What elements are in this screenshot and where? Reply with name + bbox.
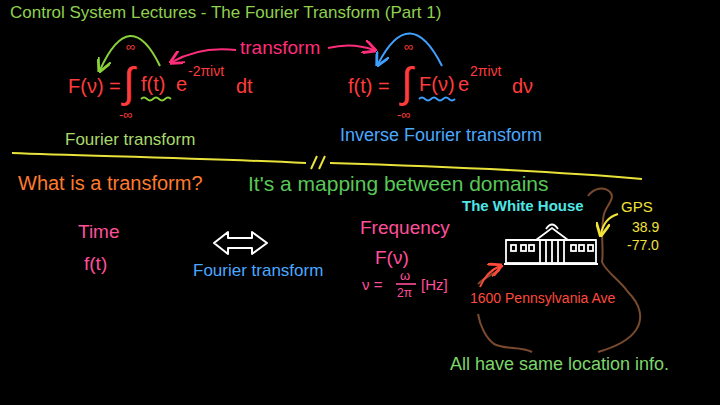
integral-sign: ∫ xyxy=(401,62,413,104)
formula-term: ν = xyxy=(362,277,382,292)
double-arrow xyxy=(214,232,267,254)
address-label: 1600 Pennsylvania Ave xyxy=(470,291,615,305)
transform-arrow xyxy=(172,49,236,62)
domain-label: Time xyxy=(78,222,120,241)
arrow-label: transform xyxy=(240,38,320,57)
transform-arrow xyxy=(328,45,374,50)
question-text: What is a transform? xyxy=(18,173,203,193)
formula-caption: Inverse Fourier transform xyxy=(340,126,542,144)
note-text: All have same location info. xyxy=(450,355,669,373)
squiggle-underline xyxy=(141,98,171,101)
integral-sign: ∫ xyxy=(123,62,135,104)
integral-limit: ∞ xyxy=(404,40,413,53)
gps-arrow xyxy=(601,214,618,234)
formula-term: f(t) xyxy=(141,74,165,94)
domain-label: Frequency xyxy=(360,218,450,237)
fraction-denominator: 2π xyxy=(397,287,412,299)
address-arrow xyxy=(480,266,500,287)
integral-limit: ∞ xyxy=(126,40,135,53)
answer-text: It's a mapping between domains xyxy=(248,173,549,194)
formula-term: f(t) = xyxy=(348,76,390,96)
formula-term: dt xyxy=(236,76,253,96)
fraction-numerator: ω xyxy=(400,269,410,282)
integral-limit: -∞ xyxy=(119,108,133,121)
exponent: 2πiνt xyxy=(470,64,501,78)
coordinate: -77.0 xyxy=(627,238,659,252)
exponent: -2πiνt xyxy=(188,64,224,78)
map-outline xyxy=(478,314,532,352)
arrow-label: Fourier transform xyxy=(193,262,323,279)
formula-term: F(ν) xyxy=(419,74,455,94)
fraction-bar xyxy=(396,283,416,285)
coordinate: 38.9 xyxy=(632,220,659,234)
divider-line xyxy=(12,153,306,163)
domain-label: f(t) xyxy=(84,254,107,273)
integral-limit: -∞ xyxy=(397,108,411,121)
white-house xyxy=(504,225,598,265)
place-name: The White House xyxy=(462,198,584,213)
squiggle-underline xyxy=(419,98,455,101)
formula-term: dν xyxy=(512,76,533,96)
domain-label: F(ν) xyxy=(375,248,409,267)
formula-term: F(ν) = xyxy=(68,76,121,96)
formula-caption: Fourier transform xyxy=(65,131,195,148)
gps-label: GPS xyxy=(621,199,653,214)
break-mark xyxy=(311,156,325,169)
formula-term: e xyxy=(458,74,469,94)
formula-term: e xyxy=(176,74,187,94)
unit-label: [Hz] xyxy=(421,277,448,292)
page-title: Control System Lectures - The Fourier Tr… xyxy=(10,4,441,21)
